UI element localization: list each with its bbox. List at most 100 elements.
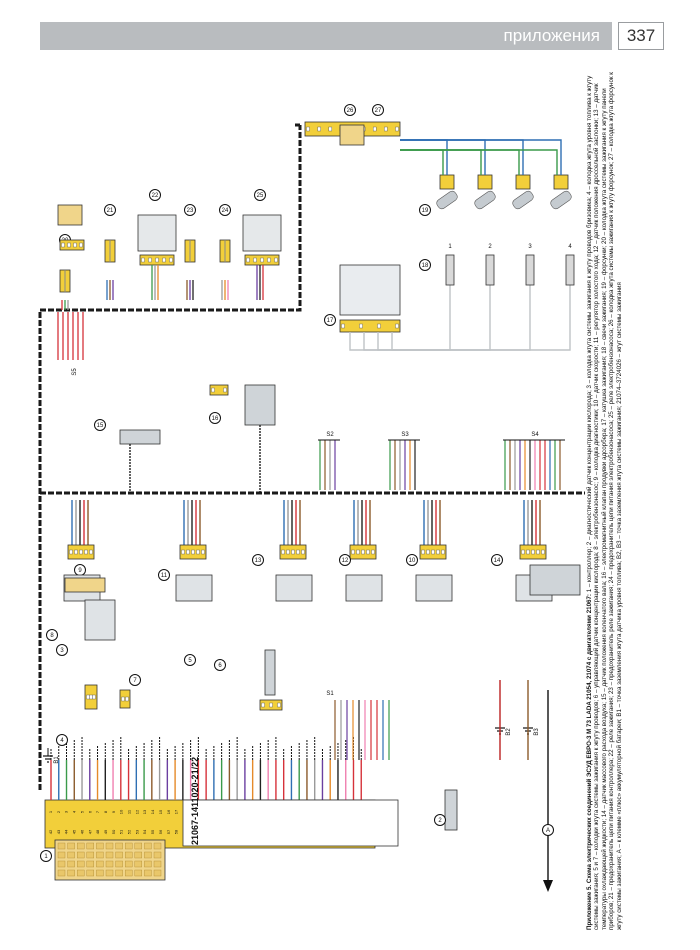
- controller-pin-label: 2: [56, 810, 61, 813]
- controller-pin-label: 1: [48, 810, 53, 813]
- splice-label: S4: [531, 432, 539, 438]
- controller-body-cell: [57, 851, 66, 859]
- component-badge: [219, 204, 231, 216]
- connector-pin: [246, 257, 250, 263]
- controller-pin-label: 4: [72, 810, 77, 813]
- component-badge: [339, 554, 351, 566]
- spark-plug: [565, 254, 575, 286]
- connector-pin: [148, 257, 152, 263]
- component-badge: [46, 629, 58, 641]
- component-label: 12: [342, 558, 349, 564]
- controller-body-cell: [86, 851, 95, 859]
- controller-body-cell: [67, 851, 75, 859]
- controller-body-cell: [67, 842, 75, 850]
- caption-title: Приложение 5. Схема электрических соедин…: [586, 594, 593, 930]
- sensor-body: [175, 574, 213, 602]
- controller-pin-label: 46: [79, 829, 84, 834]
- relay-body: [242, 214, 282, 252]
- injector-wire: [400, 139, 524, 175]
- component-badge: [252, 554, 264, 566]
- sensor-body: [275, 574, 313, 602]
- component-label: 23: [187, 208, 194, 214]
- splice-label: S3: [401, 432, 409, 438]
- injector-connector: [553, 174, 569, 190]
- controller-part-number: 21067-1411020-21/22: [190, 756, 200, 845]
- controller-body-cell: [76, 842, 85, 850]
- connector-pin: [181, 549, 185, 555]
- controller-body-cell: [96, 842, 104, 850]
- controller-body-cell: [134, 842, 143, 850]
- canister-valve-body: [244, 384, 276, 426]
- component-label: 11: [161, 573, 168, 579]
- connector-pin: [306, 126, 310, 132]
- connector-pin: [281, 549, 285, 555]
- injector-wire: [400, 149, 558, 175]
- controller-body-cell: [124, 860, 133, 868]
- controller-pin-label: 10: [119, 809, 124, 814]
- connector-pin: [89, 694, 93, 700]
- injector-wire: [400, 149, 520, 175]
- sensor-body: [345, 574, 383, 602]
- connector-pin: [301, 549, 305, 555]
- controller-pin-label: 57: [166, 829, 171, 834]
- connector-pin: [395, 323, 399, 329]
- connector-pin: [169, 257, 173, 263]
- connector-pin: [260, 257, 264, 263]
- component-badge: [129, 674, 141, 686]
- controller-body-cell: [144, 869, 152, 877]
- connector-pin: [541, 549, 545, 555]
- component-label: 21: [107, 208, 114, 214]
- component-label: 7: [133, 678, 137, 684]
- component-label: 18: [422, 263, 429, 269]
- connector-pin: [531, 549, 535, 555]
- component-badge: [184, 204, 196, 216]
- relay-body: [137, 214, 177, 252]
- controller-pin-label: 50: [111, 829, 116, 834]
- controller-pin-label: 12: [134, 809, 139, 814]
- controller-body-cell: [115, 869, 123, 877]
- connector-pin: [356, 549, 360, 555]
- controller-pin-label: 43: [56, 829, 61, 834]
- ground-label: B3: [534, 728, 540, 736]
- ignition-coil-body: [339, 264, 401, 316]
- connector-pin: [211, 387, 215, 393]
- component-badge: [406, 554, 418, 566]
- component-badge: [214, 659, 226, 671]
- controller-body-cell: [96, 869, 104, 877]
- connector-pin: [79, 549, 83, 555]
- controller-body-cell: [134, 860, 143, 868]
- component-label: 4: [60, 738, 64, 744]
- controller-pin-label: 55: [150, 829, 155, 834]
- connector-pin: [436, 549, 440, 555]
- controller-pin-label: 5: [79, 810, 84, 813]
- connector-pin: [89, 549, 93, 555]
- spark-plug-number: 3: [528, 244, 532, 250]
- connector-pin: [261, 702, 265, 708]
- controller-body-cell: [144, 842, 152, 850]
- controller-body-cell: [76, 860, 85, 868]
- coil-lead: [377, 285, 531, 351]
- connector-pin: [79, 242, 83, 248]
- connector-pin: [377, 323, 381, 329]
- controller-pin-label: 11: [127, 809, 132, 814]
- page-header: приложения: [40, 22, 612, 50]
- component-label: 16: [212, 416, 219, 422]
- controller-pin-label: 8: [103, 810, 108, 813]
- controller-body-cell: [96, 851, 104, 859]
- connector-pin: [186, 549, 190, 555]
- connector-pin: [526, 549, 530, 555]
- controller-body-cell: [153, 860, 162, 868]
- controller-body-cell: [57, 869, 66, 877]
- connector-pin: [267, 257, 271, 263]
- splice-label: S2: [326, 432, 334, 438]
- component-connector: [209, 384, 229, 396]
- connector-pin: [201, 549, 205, 555]
- component-badge: [56, 644, 68, 656]
- connector-pin: [141, 257, 145, 263]
- connector-pin: [61, 242, 65, 248]
- connector-pin: [269, 702, 273, 708]
- fuel-pump-8: [84, 599, 116, 641]
- controller-body-cell: [105, 851, 114, 859]
- connector-pin: [431, 549, 435, 555]
- controller-pin-label: 17: [174, 809, 179, 814]
